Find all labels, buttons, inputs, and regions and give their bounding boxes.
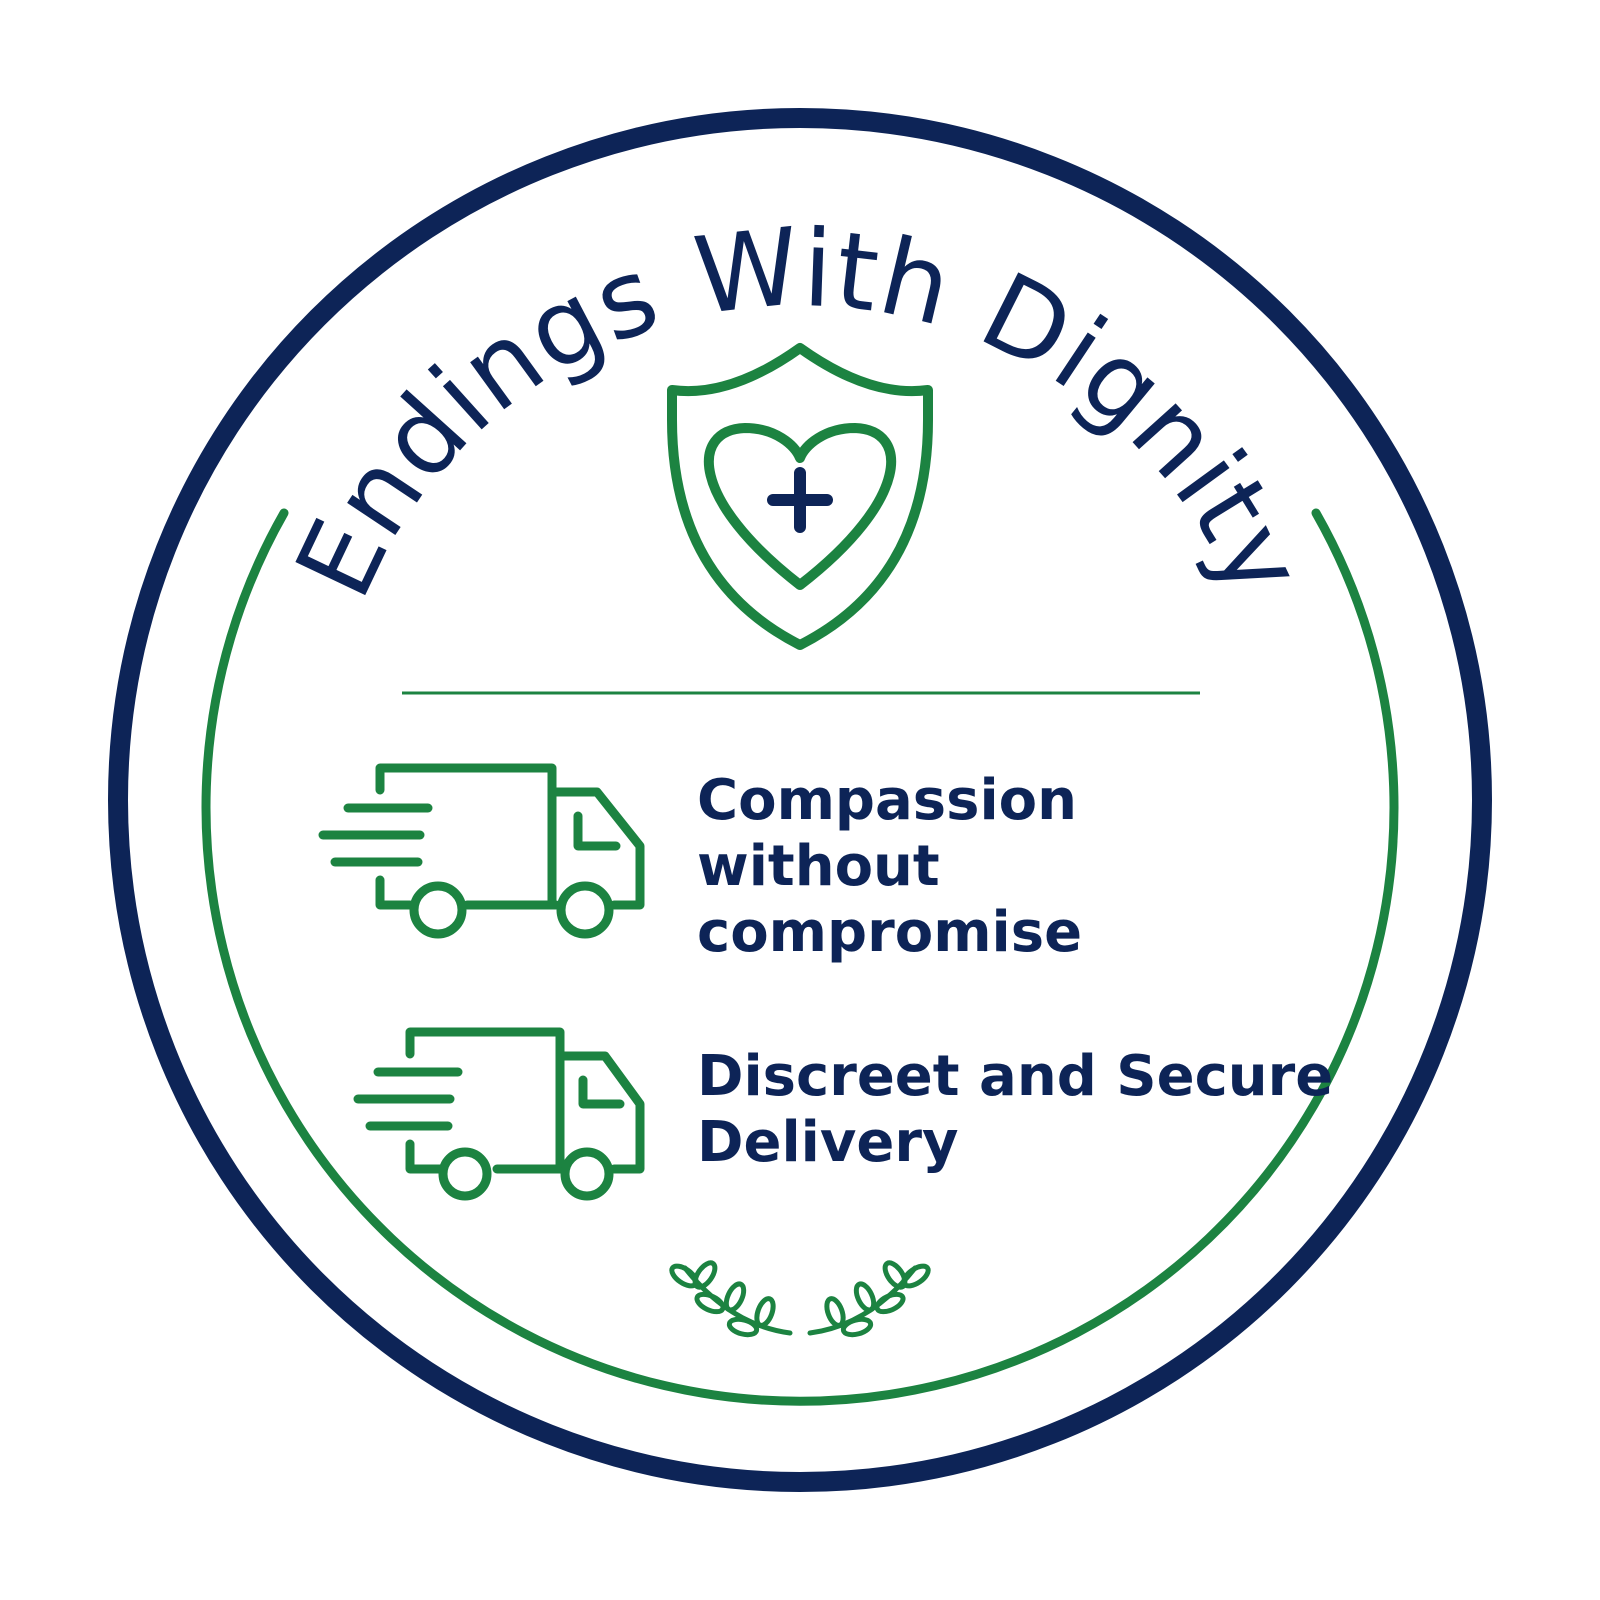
feature-delivery-text: Discreet and Secure Delivery bbox=[697, 1044, 1334, 1175]
outer-ring bbox=[108, 108, 1492, 1492]
shield-heart-cross-icon bbox=[667, 343, 933, 650]
delivery-truck-icon bbox=[318, 763, 645, 939]
laurel-branches-icon bbox=[669, 1260, 931, 1338]
badge-title: Endings With Dignity bbox=[272, 205, 1328, 615]
badge-title-path: Endings With Dignity bbox=[272, 205, 1327, 615]
inner-ring bbox=[201, 508, 1399, 1406]
feature-compassion-text: Compassion without compromise bbox=[697, 768, 1083, 965]
delivery-truck-icon bbox=[353, 1027, 645, 1201]
